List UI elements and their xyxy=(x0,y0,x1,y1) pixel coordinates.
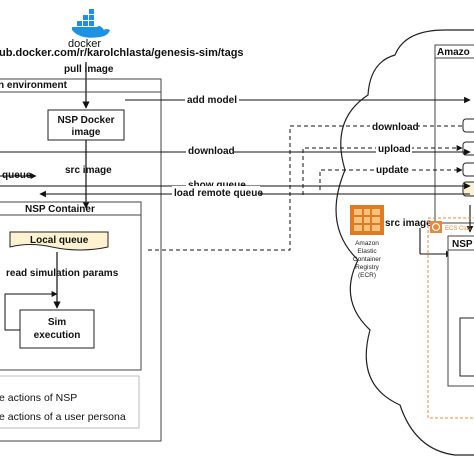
ecs-cluster-box xyxy=(427,217,474,419)
upload-dashed-path xyxy=(302,145,463,195)
sim-execution-line2: execution xyxy=(34,330,81,341)
aws-title: Amazo xyxy=(437,47,470,58)
dashed-to-container xyxy=(148,150,291,251)
docker-icon xyxy=(72,9,110,38)
ecr-icon xyxy=(350,205,384,235)
endpoint-upload xyxy=(462,141,474,156)
download-left-label: download xyxy=(188,146,235,157)
ecr-label-line2: Elastic xyxy=(357,248,377,255)
update-dashed-path xyxy=(319,167,463,190)
pull-image-label: pull image xyxy=(64,64,114,75)
ecr-label-line3: Container xyxy=(353,256,382,263)
sim-execution-box xyxy=(19,309,95,349)
nsp-container-box xyxy=(0,201,142,371)
local-queue-shape xyxy=(9,231,109,251)
upload-label: upload xyxy=(378,144,411,155)
update-label: update xyxy=(376,165,409,176)
ecs-icon xyxy=(430,221,442,233)
nsp-docker-image-line1: NSP Docker xyxy=(57,115,114,126)
nsp-docker-image-line2: image xyxy=(72,127,101,138)
download-right-label: download xyxy=(372,122,419,133)
sim-loop-arrow xyxy=(4,291,58,331)
legend-line2: e actions of a user persona xyxy=(0,411,126,423)
endpoint-update xyxy=(462,162,474,177)
nsp-right-inner-box xyxy=(459,317,474,377)
legend-line1: e actions of NSP xyxy=(0,392,77,404)
hub-url: ub.docker.com/r/karolchlasta/genesis-sim… xyxy=(0,47,244,59)
docker-logo-text: docker xyxy=(68,38,101,50)
read-simulation-params-label: read simulation params xyxy=(6,268,119,279)
ecr-label-line5: (ECR) xyxy=(358,272,376,279)
nsp-docker-image-box xyxy=(47,109,125,141)
ecr-label-line4: Registry xyxy=(355,264,380,271)
cloud-outline xyxy=(335,29,474,456)
legend-box xyxy=(0,375,140,429)
environment-title: n environment xyxy=(0,80,68,91)
endpoint-download xyxy=(462,118,474,133)
src-image-label-right: src image xyxy=(385,218,432,229)
nsp-right-label: NSP xyxy=(452,239,473,250)
load-remote-queue-label: load remote queue xyxy=(174,188,263,199)
show-queue-label: show queue xyxy=(188,180,246,191)
ecr-label-line1: Amazon xyxy=(355,240,379,247)
local-queue-label: Local queue xyxy=(30,235,89,246)
sim-execution-line1: Sim xyxy=(48,317,66,328)
add-model-label: add model xyxy=(187,95,237,106)
ecs-cluster-label: ECS Clus xyxy=(445,226,471,232)
nsp-container-title: NSP Container xyxy=(25,204,95,215)
environment-box xyxy=(0,78,162,442)
src-image-label-left: src image xyxy=(65,165,112,176)
